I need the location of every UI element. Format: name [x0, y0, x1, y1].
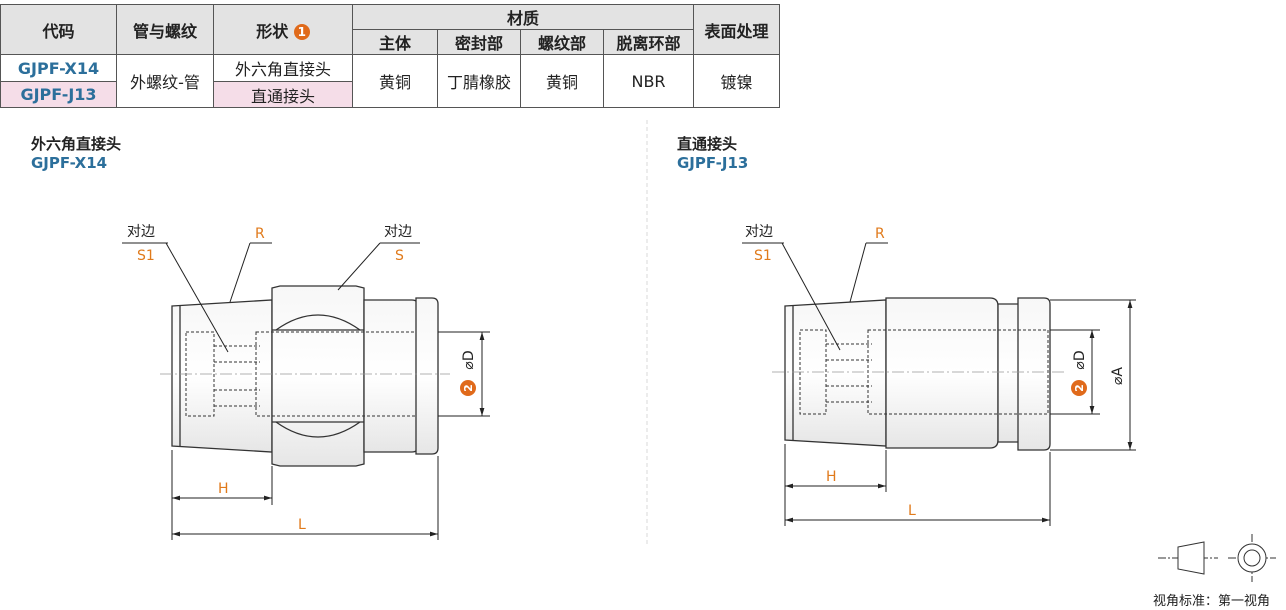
cell-body: 黄铜	[352, 54, 438, 108]
left-fitting-drawing	[160, 285, 450, 467]
projection-note: 视角标准：第一视角	[1153, 594, 1271, 609]
left-d-label: ⌀D	[461, 350, 477, 369]
left-s-label: S	[395, 248, 404, 264]
th-seal: 密封部	[437, 29, 521, 55]
th-thread-part: 螺纹部	[520, 29, 604, 55]
right-d-badge: 2	[1073, 384, 1086, 392]
th-material: 材质	[352, 4, 694, 30]
th-surface: 表面处理	[693, 4, 780, 55]
right-fitting-drawing	[772, 297, 1064, 451]
right-s1-top: 对边	[745, 224, 773, 240]
left-s1-label: S1	[137, 248, 155, 264]
left-hex-nut	[271, 285, 365, 467]
left-s1-top: 对边	[127, 224, 155, 240]
th-shape-label: 形状	[256, 21, 289, 41]
right-main-body	[885, 297, 999, 449]
row-shape-x14: 外六角直接头	[213, 54, 353, 82]
projection-symbol-icon	[1158, 534, 1276, 582]
left-h-label: H	[218, 481, 229, 497]
right-code: GJPF-J13	[677, 154, 749, 172]
right-release-ring	[1017, 297, 1051, 451]
row-shape-j13: 直通接头	[213, 81, 353, 108]
left-s1-leader	[165, 242, 229, 353]
right-dim-hl	[784, 444, 1051, 526]
row-code-j13: GJPF-J13	[0, 81, 117, 108]
spec-table: 代码 管与螺纹 形状 1 材质 表面处理 主体 密封部 螺纹部 脱离环部 GJP…	[0, 4, 780, 108]
left-s-leader	[337, 242, 381, 291]
left-l-label: L	[298, 517, 306, 533]
cell-thread-part: 黄铜	[520, 54, 604, 108]
left-dim-d	[438, 331, 490, 417]
right-leaders	[742, 242, 888, 351]
left-d-badge-circle	[460, 380, 476, 396]
th-release-ring: 脱离环部	[603, 29, 694, 55]
right-a-label: ⌀A	[1110, 367, 1126, 385]
left-release-ring	[415, 297, 439, 455]
left-s-top: 对边	[384, 224, 412, 240]
cell-surface: 镀镍	[693, 54, 780, 108]
left-dim-hl	[171, 450, 439, 540]
left-r-leader	[229, 242, 251, 303]
right-collar	[997, 303, 1021, 443]
right-h-label: H	[826, 469, 837, 485]
shape-note-badge: 1	[293, 23, 310, 40]
left-title: 外六角直接头	[31, 135, 122, 153]
left-leaders	[122, 242, 420, 353]
right-dim-da	[1050, 299, 1136, 451]
left-d-badge: 2	[462, 384, 475, 392]
right-l-label: L	[908, 503, 916, 519]
cell-seal: 丁腈橡胶	[437, 54, 521, 108]
right-d-badge-circle	[1071, 380, 1087, 396]
left-collar	[363, 299, 419, 453]
cell-pipe-thread: 外螺纹-管	[116, 54, 214, 108]
left-hex-arc-top	[275, 314, 361, 331]
left-r-label: R	[255, 226, 265, 242]
right-title: 直通接头	[677, 135, 738, 153]
right-d-label: ⌀D	[1072, 350, 1088, 369]
right-r-label: R	[875, 226, 885, 242]
left-code: GJPF-X14	[31, 154, 108, 172]
th-code: 代码	[0, 4, 117, 55]
right-s1-label: S1	[754, 248, 772, 264]
left-thread-body	[171, 299, 273, 453]
left-hex-arc-bottom	[275, 421, 361, 438]
